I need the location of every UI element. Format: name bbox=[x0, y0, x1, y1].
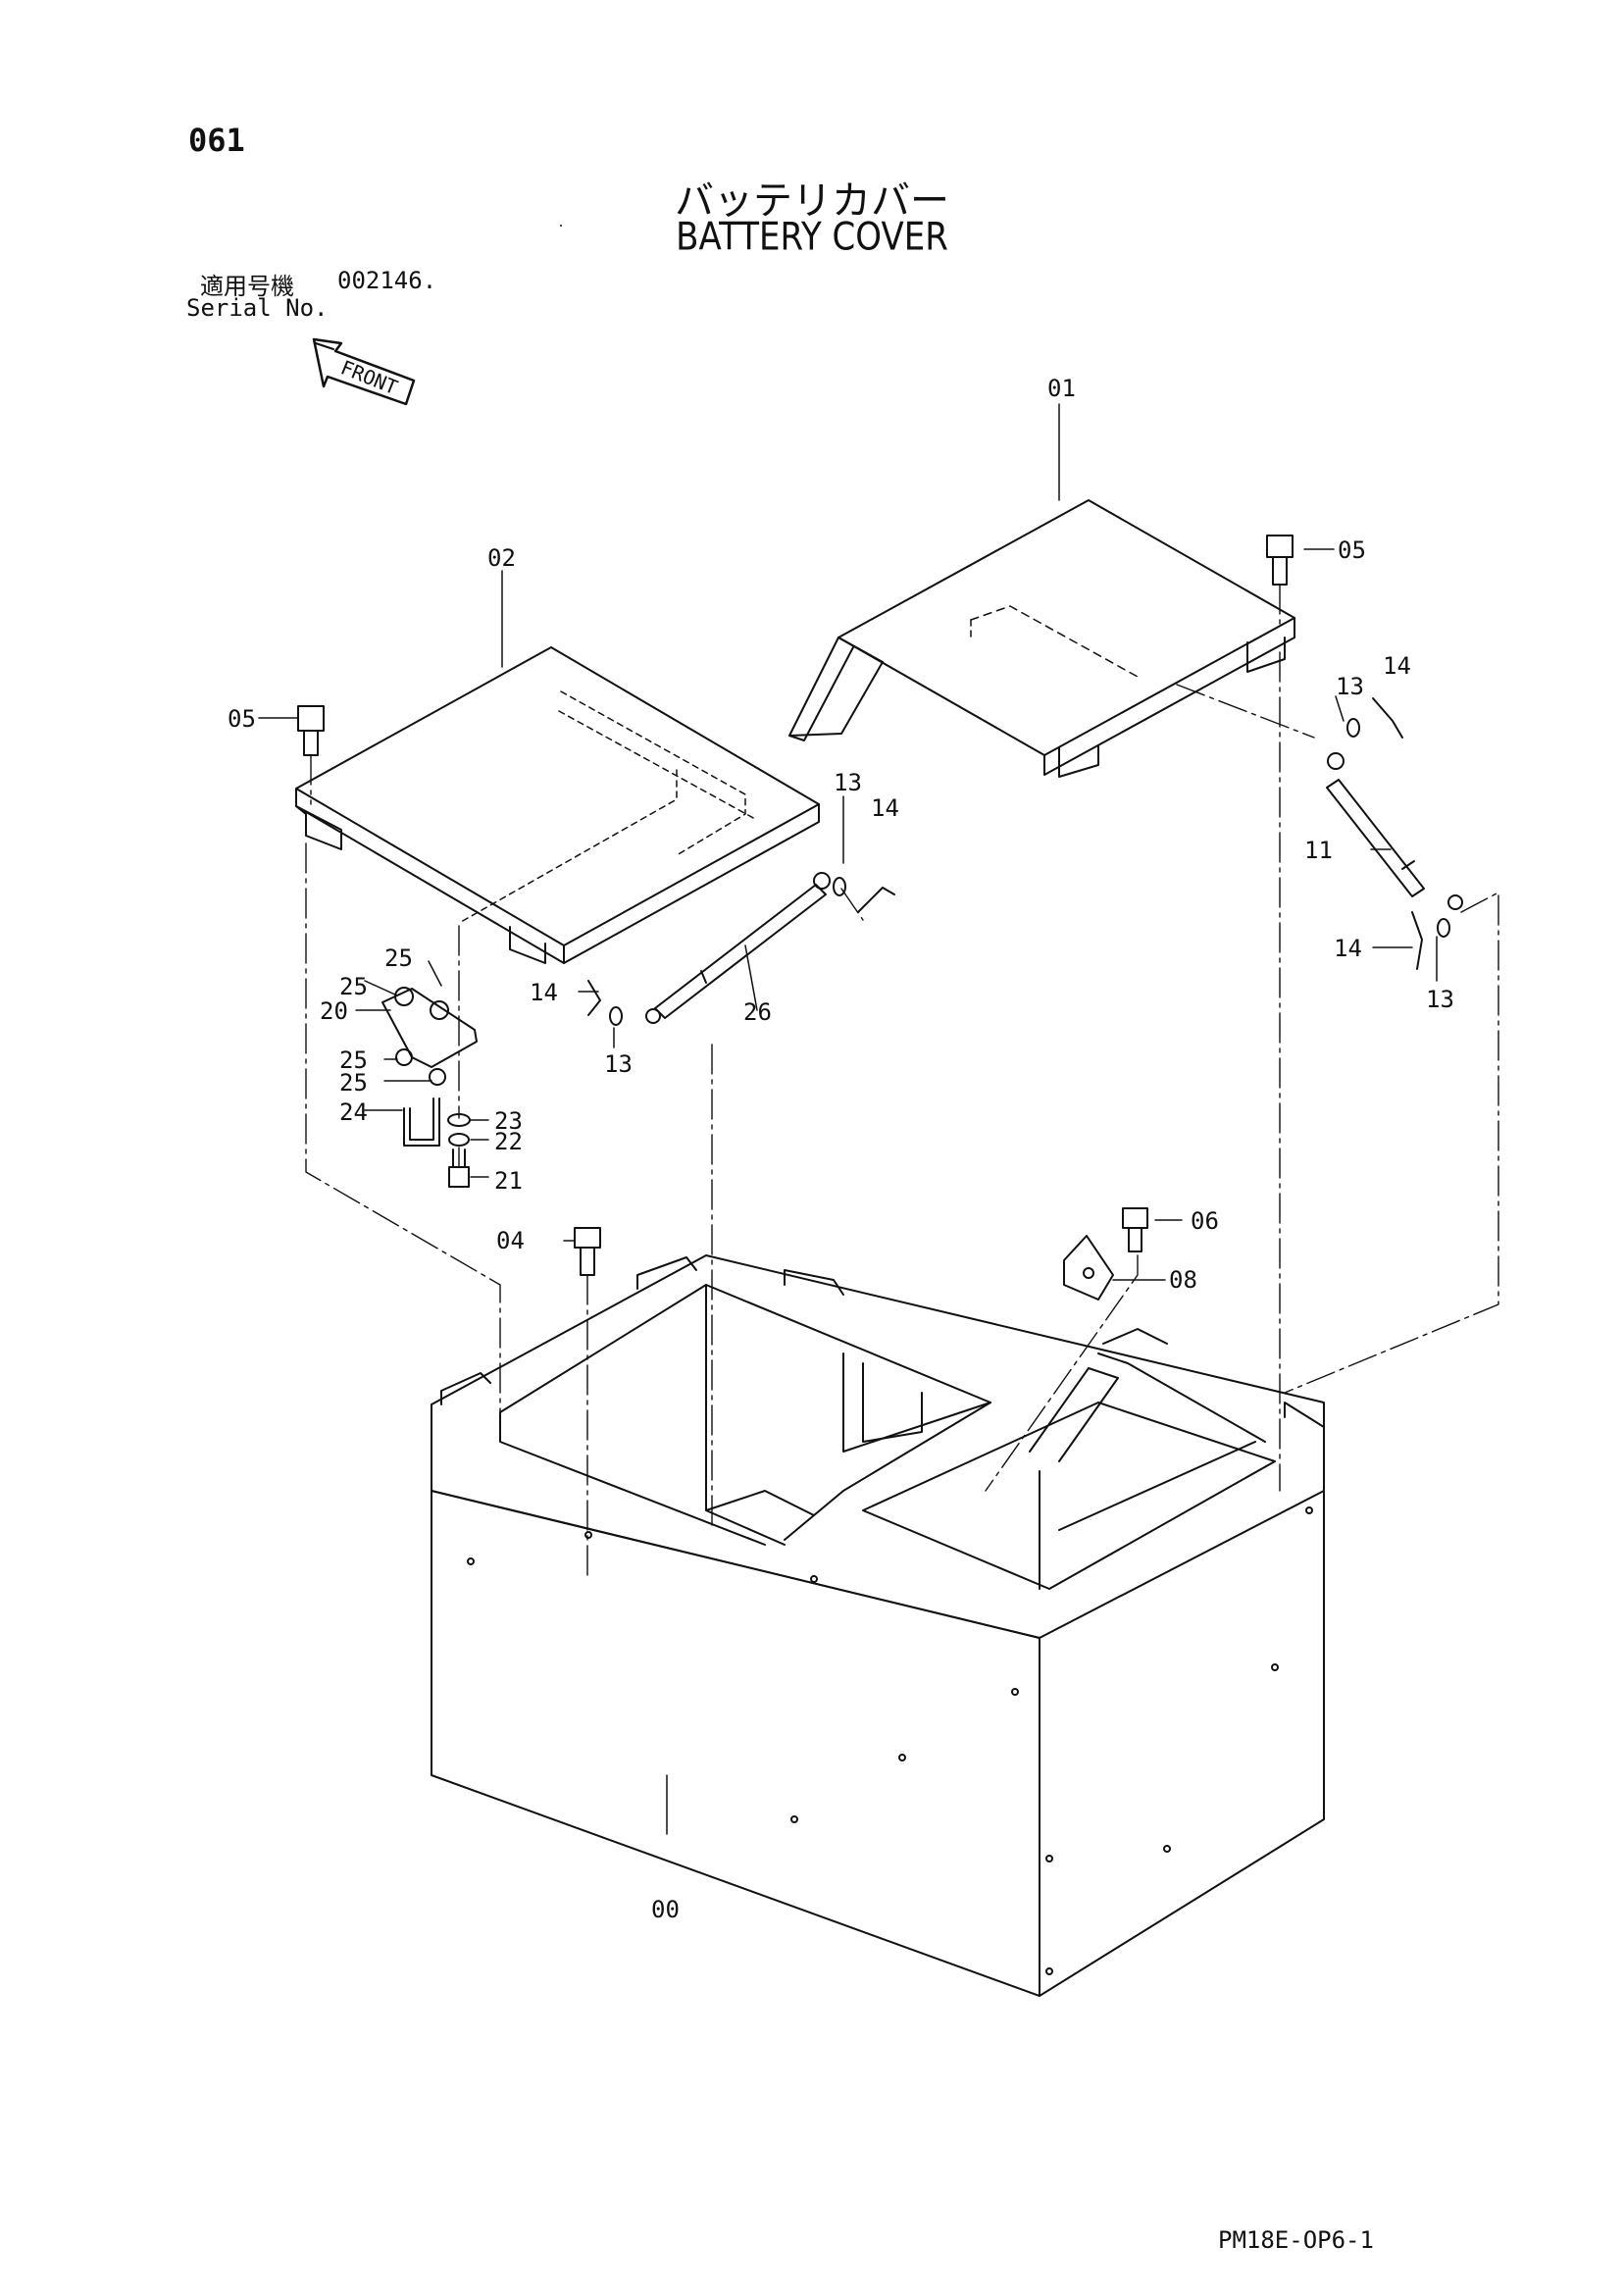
drawing-code: PM18E-OP6-1 bbox=[1218, 2226, 1374, 2254]
callout-11: 11 bbox=[1304, 837, 1333, 864]
callout-13-c: 13 bbox=[1336, 673, 1364, 700]
callout-13-b: 13 bbox=[604, 1050, 633, 1078]
title-english: BATTERY COVER bbox=[676, 215, 948, 260]
assembly-lines bbox=[305, 584, 1499, 1580]
bolt-part-05-left bbox=[297, 705, 325, 756]
callout-24: 24 bbox=[339, 1098, 368, 1126]
callout-20: 20 bbox=[320, 997, 348, 1025]
callout-13-d: 13 bbox=[1426, 986, 1454, 1013]
callout-14-a: 14 bbox=[871, 794, 899, 822]
callout-05-left: 05 bbox=[228, 705, 256, 733]
callout-00: 00 bbox=[651, 1896, 680, 1923]
bolt-part-06 bbox=[1122, 1207, 1148, 1252]
front-arrow-icon: FRONT bbox=[312, 337, 416, 406]
gas-spring-part-11 bbox=[1326, 752, 1463, 910]
callout-04: 04 bbox=[496, 1227, 525, 1254]
clips-and-washers bbox=[587, 697, 1450, 1026]
leader-lines bbox=[258, 403, 1438, 1835]
bracket-part-08 bbox=[1063, 1235, 1114, 1301]
bolt-part-04 bbox=[574, 1227, 601, 1276]
page-number: 061 bbox=[188, 122, 245, 159]
callout-13-a: 13 bbox=[834, 769, 862, 796]
serial-label-japanese: 適用号機 bbox=[200, 273, 294, 300]
right-lid-part-01 bbox=[788, 499, 1295, 778]
callout-14-b: 14 bbox=[530, 979, 558, 1006]
left-lid-part-02 bbox=[295, 225, 820, 964]
callout-25-c: 25 bbox=[339, 1046, 368, 1074]
serial-number-value: 002146. bbox=[337, 267, 437, 294]
callout-01: 01 bbox=[1047, 375, 1076, 402]
callout-22: 22 bbox=[494, 1128, 523, 1155]
callout-05-right: 05 bbox=[1338, 536, 1366, 564]
u-bolt-part-24 bbox=[403, 1097, 440, 1147]
callout-25-a: 25 bbox=[384, 944, 413, 972]
washer-parts-22-23 bbox=[447, 1113, 471, 1147]
callout-21: 21 bbox=[494, 1167, 523, 1195]
callout-25-b: 25 bbox=[339, 973, 368, 1000]
latch-assembly-part-20 bbox=[381, 987, 478, 1086]
front-label: FRONT bbox=[337, 355, 401, 399]
callout-06: 06 bbox=[1191, 1207, 1219, 1235]
callout-25-d: 25 bbox=[339, 1069, 368, 1097]
callout-23: 23 bbox=[494, 1107, 523, 1135]
callout-14-d: 14 bbox=[1334, 935, 1362, 962]
serial-label-english: Serial No. bbox=[186, 294, 329, 322]
gas-spring-part-26 bbox=[645, 872, 831, 1024]
battery-box-part-00 bbox=[431, 1254, 1325, 1997]
callout-26: 26 bbox=[743, 998, 772, 1026]
title-japanese: バッテリカバー bbox=[675, 179, 949, 224]
callout-02: 02 bbox=[487, 544, 516, 572]
callout-08: 08 bbox=[1169, 1266, 1197, 1294]
callout-14-c: 14 bbox=[1383, 652, 1411, 680]
bolt-part-05-right bbox=[1266, 535, 1294, 586]
